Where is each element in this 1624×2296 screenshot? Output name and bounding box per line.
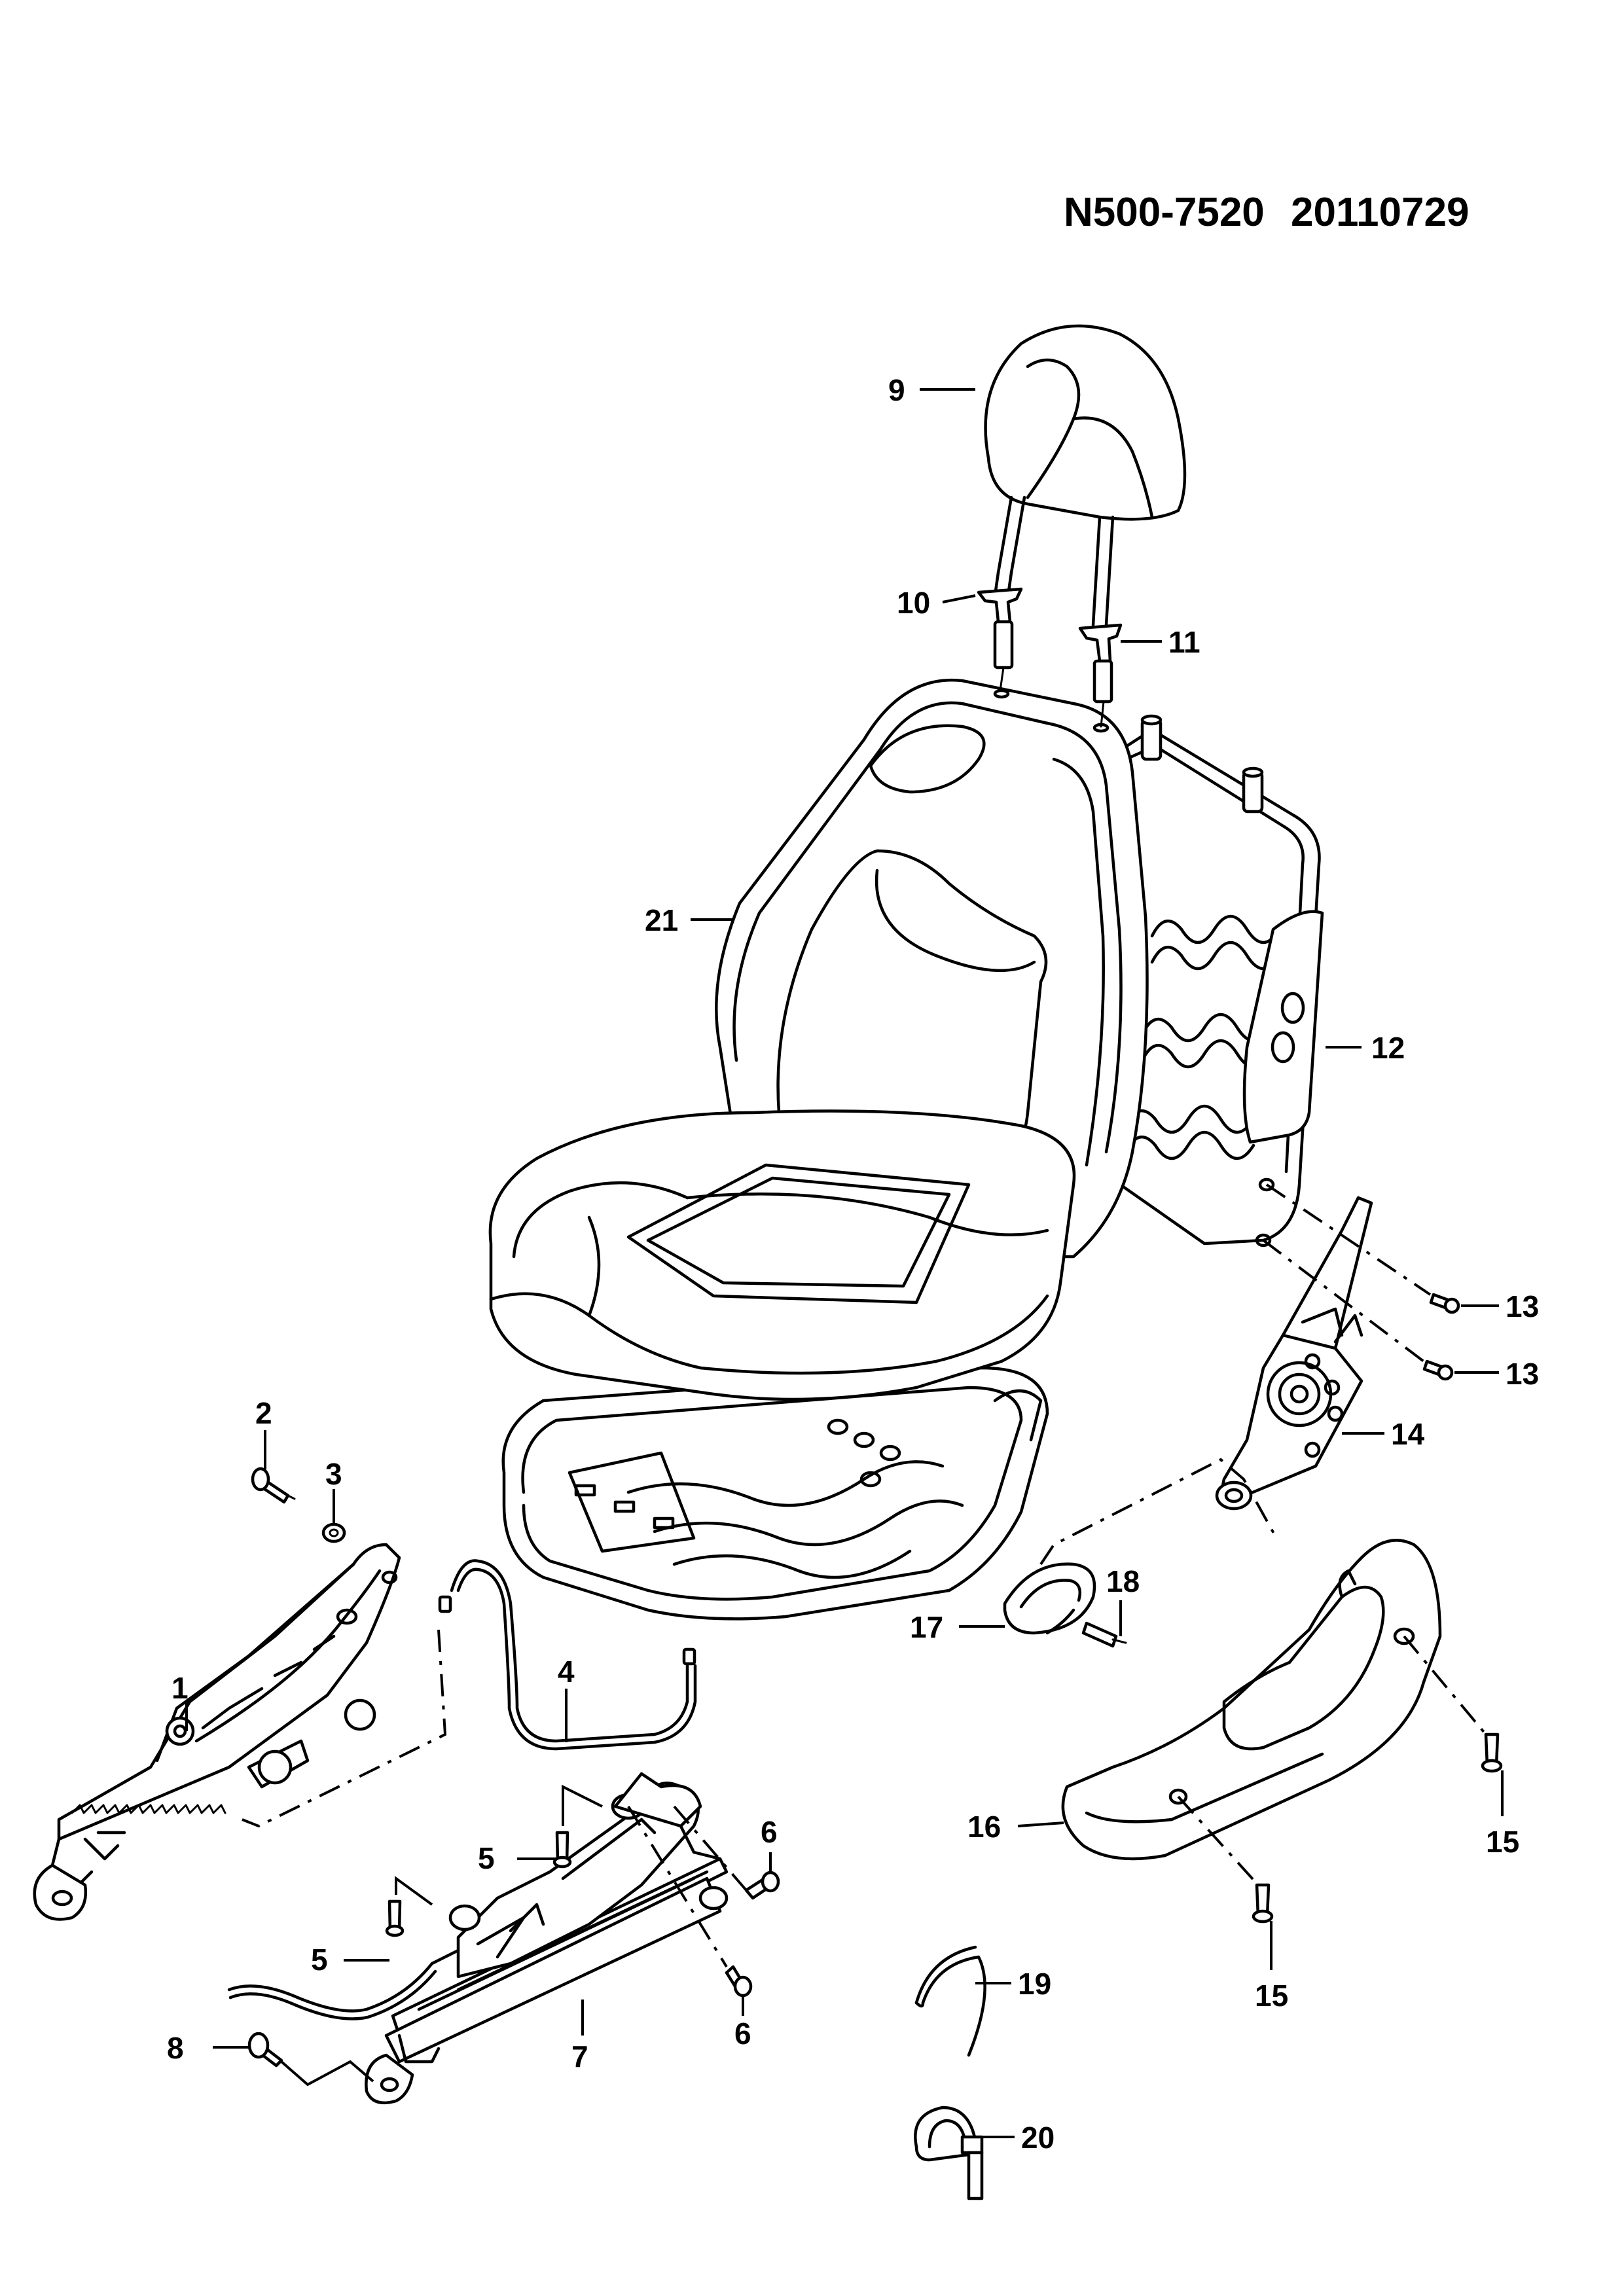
callout-labels: 1 2 3 4 5 5 6 6 7 8 9 10 11 12 13 13 14 …	[167, 373, 1539, 2155]
callout-4: 4	[558, 1655, 575, 1689]
callout-20: 20	[1021, 2121, 1055, 2155]
callout-8: 8	[167, 2031, 184, 2065]
callout-6a: 6	[761, 1815, 778, 1849]
callout-11: 11	[1168, 625, 1200, 659]
callout-18: 18	[1106, 1564, 1140, 1598]
seat-assembly	[488, 678, 1149, 1401]
callout-6b: 6	[734, 2017, 751, 2051]
callout-13a: 13	[1506, 1289, 1539, 1323]
callout-12: 12	[1371, 1031, 1405, 1065]
callout-2: 2	[255, 1396, 272, 1430]
callout-15b: 15	[1255, 1979, 1288, 2013]
release-cable	[438, 1559, 697, 1751]
callout-17: 17	[910, 1610, 943, 1644]
callout-1: 1	[171, 1671, 189, 1705]
callout-3: 3	[325, 1457, 342, 1491]
callout-15a: 15	[1486, 1825, 1519, 1859]
cushion-frame	[501, 1366, 1049, 1621]
right-seat-track	[227, 1772, 780, 2105]
leader-16	[1017, 1821, 1064, 1827]
recliner-knob	[1003, 1562, 1127, 1648]
leader-10	[942, 594, 976, 603]
callout-5b: 5	[478, 1841, 495, 1875]
leader-lines	[185, 388, 1504, 2138]
callout-13b: 13	[1506, 1357, 1539, 1391]
callout-16: 16	[967, 1810, 1001, 1844]
callout-7: 7	[571, 2039, 588, 2073]
recliner-mechanism	[1039, 1183, 1460, 1566]
callout-9: 9	[888, 373, 905, 407]
headrest	[977, 324, 1187, 733]
callout-10: 10	[897, 586, 930, 620]
cable-clips	[914, 1945, 986, 2200]
callout-19: 19	[1018, 1967, 1051, 2001]
callout-5a: 5	[311, 1943, 328, 1977]
callout-21: 21	[645, 903, 678, 937]
diagram-code: N500-7520	[1064, 190, 1265, 235]
callout-14: 14	[1391, 1417, 1425, 1451]
diagram-header: N500-7520 20110729	[1064, 190, 1469, 235]
diagram-date: 20110729	[1291, 190, 1469, 235]
left-seat-track	[33, 1467, 447, 1921]
side-cover	[1061, 1539, 1503, 1924]
